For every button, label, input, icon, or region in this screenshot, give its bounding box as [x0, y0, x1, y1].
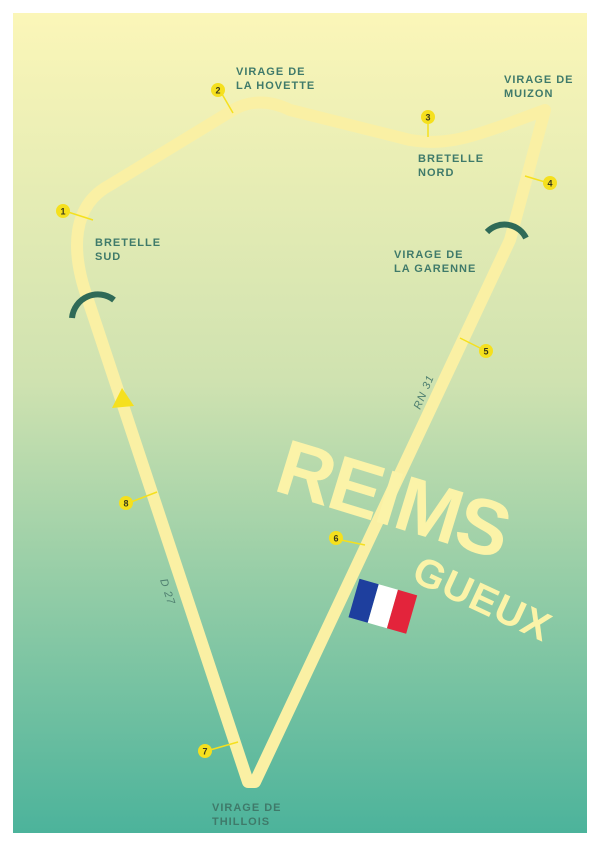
corner-label-bretelle-sud: BRETELLE SUD [95, 237, 165, 263]
marker-2: 2 [211, 83, 225, 97]
svg-text:5: 5 [483, 347, 488, 357]
marker-7: 7 [198, 744, 212, 758]
french-flag-icon [348, 578, 418, 634]
svg-text:7: 7 [202, 747, 207, 757]
svg-text:6: 6 [333, 534, 338, 544]
svg-text:2: 2 [215, 86, 220, 96]
circuit-track [71, 96, 551, 788]
svg-text:4: 4 [547, 179, 552, 189]
curb-arc-icon [69, 291, 116, 319]
direction-arrow-icon [112, 388, 134, 408]
corner-label-la-garenne: VIRAGE DE LA GARENNE [394, 249, 476, 275]
marker-4: 4 [543, 176, 557, 190]
marker-1: 1 [56, 204, 70, 218]
corner-label-bretelle-nord: BRETELLE NORD [418, 153, 488, 179]
marker-8: 8 [119, 496, 133, 510]
poster-background [13, 13, 587, 833]
marker-6: 6 [329, 531, 343, 545]
svg-text:8: 8 [123, 499, 128, 509]
svg-text:1: 1 [60, 207, 65, 217]
curb-arc-icon [484, 221, 529, 240]
marker-3: 3 [421, 110, 435, 124]
svg-text:3: 3 [425, 113, 430, 123]
marker-5: 5 [479, 344, 493, 358]
corner-label-la-hovette: VIRAGE DE LA HOVETTE [236, 66, 315, 92]
corner-label-thillois: VIRAGE DE THILLOIS [212, 802, 286, 828]
corner-label-muizon: VIRAGE DE MUIZON [504, 74, 578, 100]
